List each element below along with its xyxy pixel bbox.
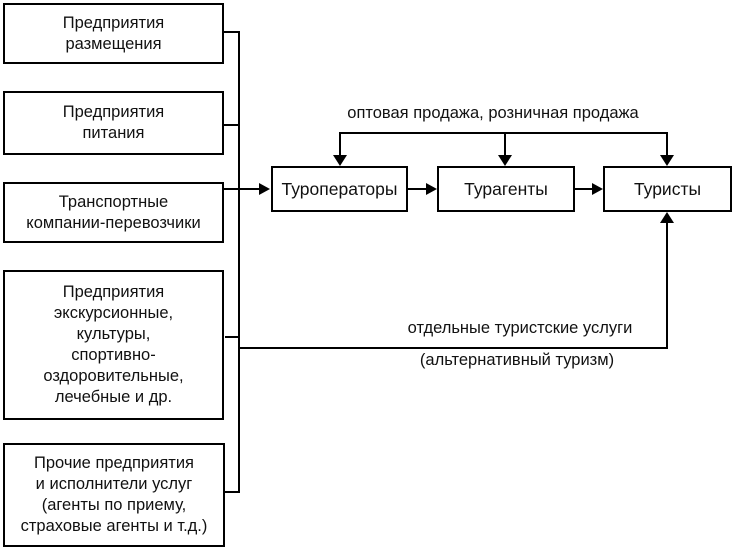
- label-alternative-tourism: (альтернативный туризм): [419, 351, 615, 369]
- box-accommodation-enterprises: Предприятия размещения: [3, 3, 224, 64]
- box-transport-companies: Транспортные компании-перевозчики: [3, 182, 224, 243]
- box-tourists: Туристы: [603, 166, 732, 212]
- label-separate-tourist-services: отдельные туристские услуги: [407, 319, 633, 337]
- collector-vertical-line: [238, 31, 240, 493]
- bypass-horizontal-line: [238, 347, 668, 349]
- connector-catering-line: [224, 124, 240, 126]
- wholesale-retail-bracket-line: [339, 132, 668, 134]
- bracket-drop-tourists-head: [660, 155, 674, 166]
- bypass-vertical-line: [666, 222, 668, 349]
- box-excursion-label: Предприятия экскурсионные, культуры, спо…: [43, 283, 184, 406]
- arrow-tour-operators-to-travel-agents-head: [426, 183, 437, 195]
- box-catering-enterprises: Предприятия питания: [3, 91, 224, 155]
- connector-excursion-line: [225, 336, 240, 338]
- bracket-drop-travel-agents-head: [498, 155, 512, 166]
- arrow-travel-agents-to-tourists-line: [575, 188, 593, 190]
- arrow-travel-agents-to-tourists-head: [592, 183, 603, 195]
- box-travel-agents: Турагенты: [437, 166, 575, 212]
- connector-accommodation-line: [224, 31, 240, 33]
- arrow-suppliers-to-tour-operators-line: [223, 188, 259, 190]
- bypass-arrow-to-tourists-head: [660, 212, 674, 223]
- arrow-suppliers-to-tour-operators-head: [259, 183, 270, 195]
- bracket-drop-tour-operators-head: [333, 155, 347, 166]
- box-accommodation-label: Предприятия размещения: [62, 13, 165, 53]
- bracket-drop-tourists-line: [666, 132, 668, 156]
- box-tourists-label: Туристы: [633, 179, 702, 199]
- box-other-services-label: Прочие предприятия и исполнители услуг (…: [20, 454, 208, 535]
- box-tour-operators: Туроператоры: [271, 166, 408, 212]
- connector-other-services-line: [225, 491, 240, 493]
- arrow-tour-operators-to-travel-agents-line: [408, 188, 427, 190]
- label-wholesale-retail-sales: оптовая продажа, розничная продажа: [347, 104, 639, 122]
- box-catering-label: Предприятия питания: [62, 103, 165, 142]
- box-travel-agents-label: Турагенты: [464, 179, 548, 199]
- box-excursion-culture-sport-enterprises: Предприятия экскурсионные, культуры, спо…: [3, 270, 224, 420]
- bracket-drop-travel-agents-line: [504, 132, 506, 156]
- bracket-drop-tour-operators-line: [339, 132, 341, 156]
- box-transport-label: Транспортные компании-перевозчики: [26, 192, 201, 232]
- box-tour-operators-label: Туроператоры: [281, 179, 398, 199]
- box-other-enterprises-services: Прочие предприятия и исполнители услуг (…: [3, 443, 225, 547]
